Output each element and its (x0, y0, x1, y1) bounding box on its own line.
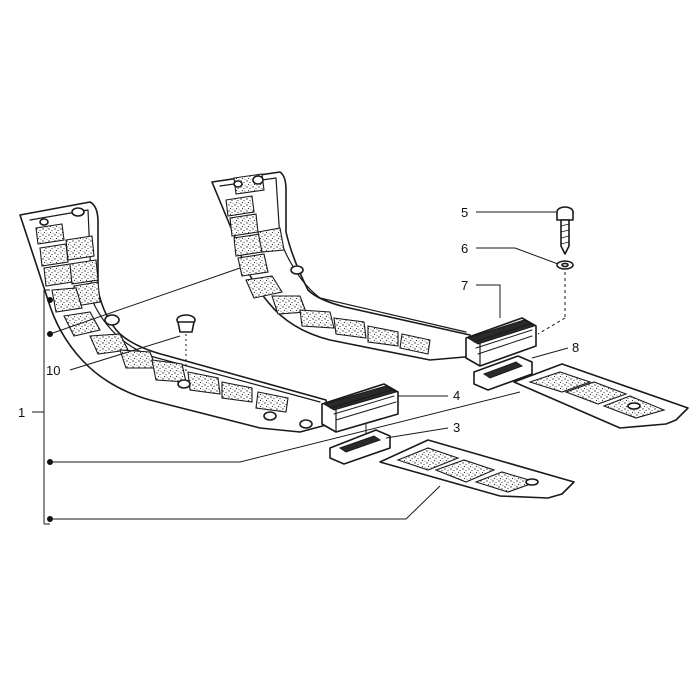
callout-7: 7 (461, 278, 468, 293)
screw (556, 206, 574, 255)
right-rear-insert-plate (513, 363, 689, 429)
push-clip-fastener (176, 314, 196, 372)
left-rear-insert-plate (379, 439, 575, 499)
right-mat-pads (225, 173, 431, 355)
callout-1: 1 (18, 405, 25, 420)
left-mat-pads (35, 223, 289, 413)
leader-dot-1 (47, 297, 53, 303)
right-footboard-mat (211, 171, 477, 361)
left-rubber-block (321, 383, 399, 433)
callout-5: 5 (461, 205, 468, 220)
callout-4: 4 (453, 388, 460, 403)
callout-6: 6 (461, 241, 468, 256)
callout-3: 3 (453, 420, 460, 435)
right-rubber-block-bracket (473, 355, 533, 391)
left-footboard-mat (19, 201, 331, 433)
callout-leaders (32, 211, 569, 525)
callout-labels: 1 3 4 5 6 7 8 10 (18, 205, 579, 435)
callout-8: 8 (572, 340, 579, 355)
left-rubber-block-bracket (329, 424, 391, 465)
washer (537, 260, 574, 335)
callout-10: 10 (46, 363, 60, 378)
right-rubber-block (465, 317, 537, 367)
